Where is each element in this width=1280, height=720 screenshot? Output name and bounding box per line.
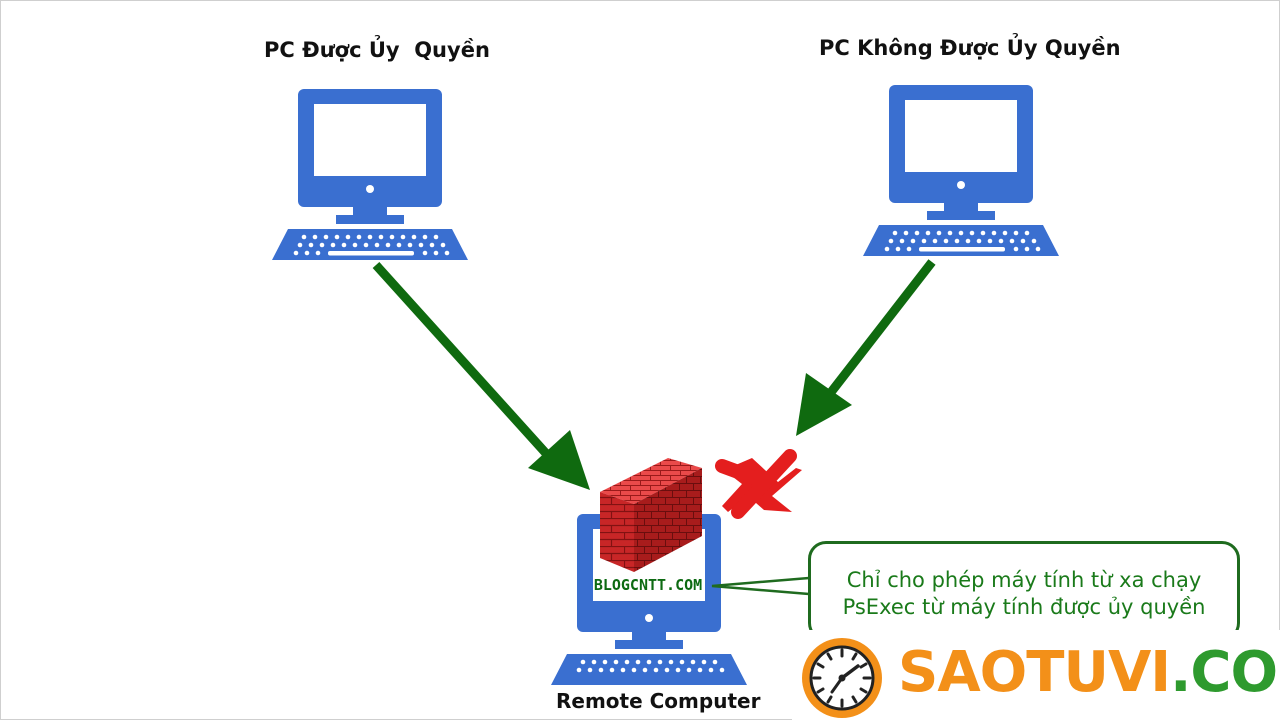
unauthorized-pc-computer-icon bbox=[863, 85, 1059, 256]
authorized-pc-label: PC Được Ủy Quyền bbox=[264, 38, 490, 62]
authorized-pc-computer-icon bbox=[272, 89, 468, 260]
watermark-brand: SAOTUVI.COM bbox=[898, 640, 1280, 705]
allow-arrow bbox=[372, 261, 590, 490]
watermark-part1: SAOTUVI bbox=[898, 640, 1171, 705]
keyboard-keys bbox=[884, 230, 1041, 252]
callout-line-2: PsExec từ máy tính được ủy quyền bbox=[842, 595, 1206, 619]
firewall-screen-text: BLOGCNTT.COM bbox=[594, 576, 702, 594]
keyboard-keys bbox=[293, 234, 450, 256]
callout-pointer bbox=[711, 576, 810, 596]
callout-line-1: Chỉ cho phép máy tính từ xa chạy bbox=[846, 568, 1202, 592]
unauthorized-pc-label: PC Không Được Ủy Quyền bbox=[819, 36, 1121, 60]
remote-computer-label: Remote Computer bbox=[556, 689, 761, 713]
firewall-icon bbox=[600, 458, 702, 572]
callout-box: Chỉ cho phép máy tính từ xa chạy PsExec … bbox=[808, 541, 1240, 641]
clock-icon bbox=[802, 638, 882, 718]
blocked-attempt-arrow bbox=[796, 259, 936, 436]
keyboard-keys bbox=[576, 659, 725, 673]
deny-x-icon bbox=[715, 449, 802, 519]
watermark-part2: .COM bbox=[1170, 640, 1280, 705]
